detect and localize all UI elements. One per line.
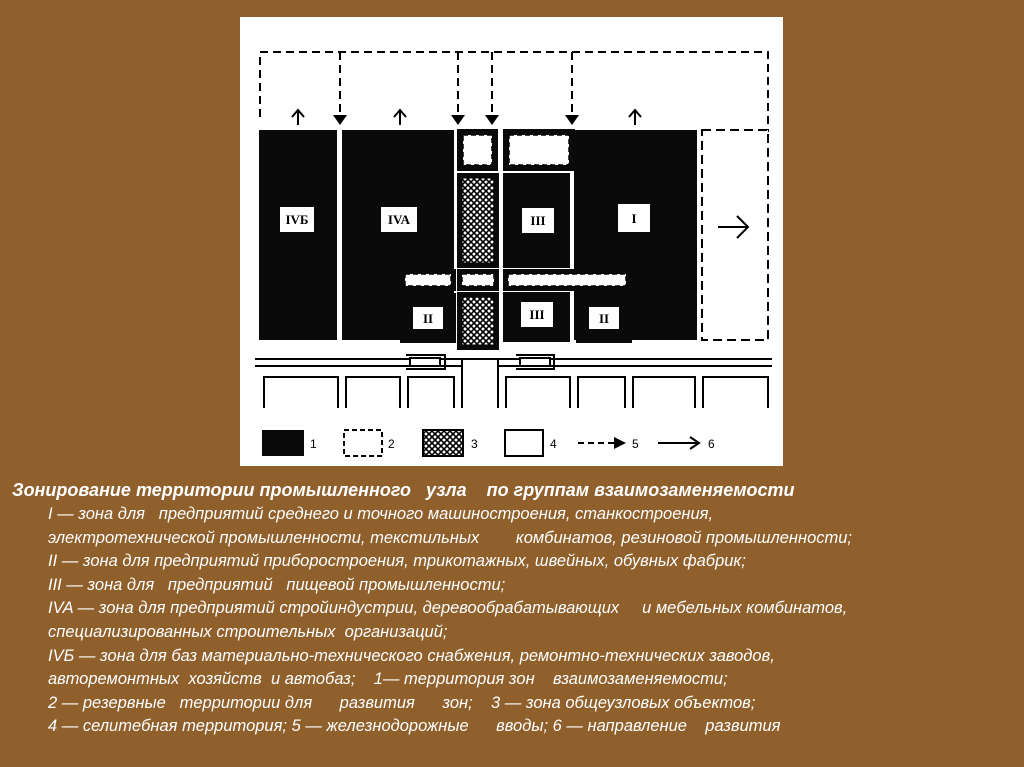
zone-label-iii-top: III: [522, 208, 554, 233]
zone-label-ivb: IVБ: [280, 207, 314, 232]
reserve-areas: [400, 129, 769, 341]
caption-line: IVБ — зона для баз материально-техническ…: [48, 646, 775, 665]
zone-ii-left-text: II: [423, 311, 433, 326]
caption: Зонирование территории промышленного узл…: [12, 478, 1020, 739]
legend-swatch-6: [658, 436, 701, 450]
railway-entry-lines: [259, 51, 769, 132]
legend-num-3: 3: [471, 437, 478, 451]
zone-label-i: I: [618, 204, 650, 232]
zone-label-iii-bottom: III: [521, 302, 553, 327]
zone-label-iva: IVA: [381, 207, 417, 232]
legend-swatch-3: [422, 429, 464, 457]
legend-num-2: 2: [388, 437, 395, 451]
zoning-diagram: IVБ IVA III I II III II: [240, 17, 783, 466]
legend-swatch-2: [343, 429, 383, 457]
railway-line: [255, 354, 772, 370]
zone-iii-bottom-text: III: [529, 307, 544, 322]
caption-line: III — зона для предприятий пищевой промы…: [48, 575, 506, 594]
zone-label-ii-left: II: [413, 307, 443, 329]
zoning-diagram-svg: IVБ IVA III I II III II: [255, 51, 772, 457]
legend-swatch-1: [262, 430, 304, 456]
zone-i-text: I: [631, 211, 636, 226]
zone-ivb-block: [259, 130, 337, 340]
caption-line: 2 — резервные территории для развития зо…: [48, 693, 756, 712]
zone-iii-top-text: III: [530, 213, 545, 228]
caption-line: I — зона для предприятий среднего и точн…: [48, 505, 714, 523]
caption-line: специализированных строительных организа…: [48, 622, 448, 641]
caption-line: II — зона для предприятий приборостроени…: [48, 552, 746, 571]
central-objects: [457, 173, 499, 350]
legend-num-1: 1: [310, 437, 317, 451]
legend-swatch-4: [504, 429, 544, 457]
caption-line: IVA — зона для предприятий стройиндустри…: [48, 599, 848, 618]
zone-ii-right-text: II: [599, 311, 609, 326]
caption-lines: I — зона для предприятий среднего и точн…: [48, 503, 1020, 739]
legend-num-4: 4: [550, 437, 557, 451]
caption-title: Зонирование территории промышленного узл…: [12, 480, 795, 500]
railway-arrowheads: [333, 115, 579, 125]
zone-label-ii-right: II: [589, 307, 619, 329]
development-arrows-up: [291, 108, 642, 125]
legend-swatch-5: [578, 437, 626, 449]
caption-line: 4 — селитебная территория; 5 — железнодо…: [48, 717, 781, 736]
caption-line: авторемонтных хозяйств и автобаз; 1— тер…: [48, 670, 728, 689]
residential-area: [263, 358, 769, 408]
zone-ivb-text: IVБ: [285, 212, 308, 227]
legend-num-6: 6: [708, 437, 715, 451]
caption-line: электротехнической промышленности, текст…: [48, 528, 853, 547]
legend: 1 2 3 4 5 6: [262, 429, 715, 457]
zone-iva-text: IVA: [388, 212, 411, 227]
development-arrow-right: [718, 215, 750, 239]
legend-num-5: 5: [632, 437, 639, 451]
